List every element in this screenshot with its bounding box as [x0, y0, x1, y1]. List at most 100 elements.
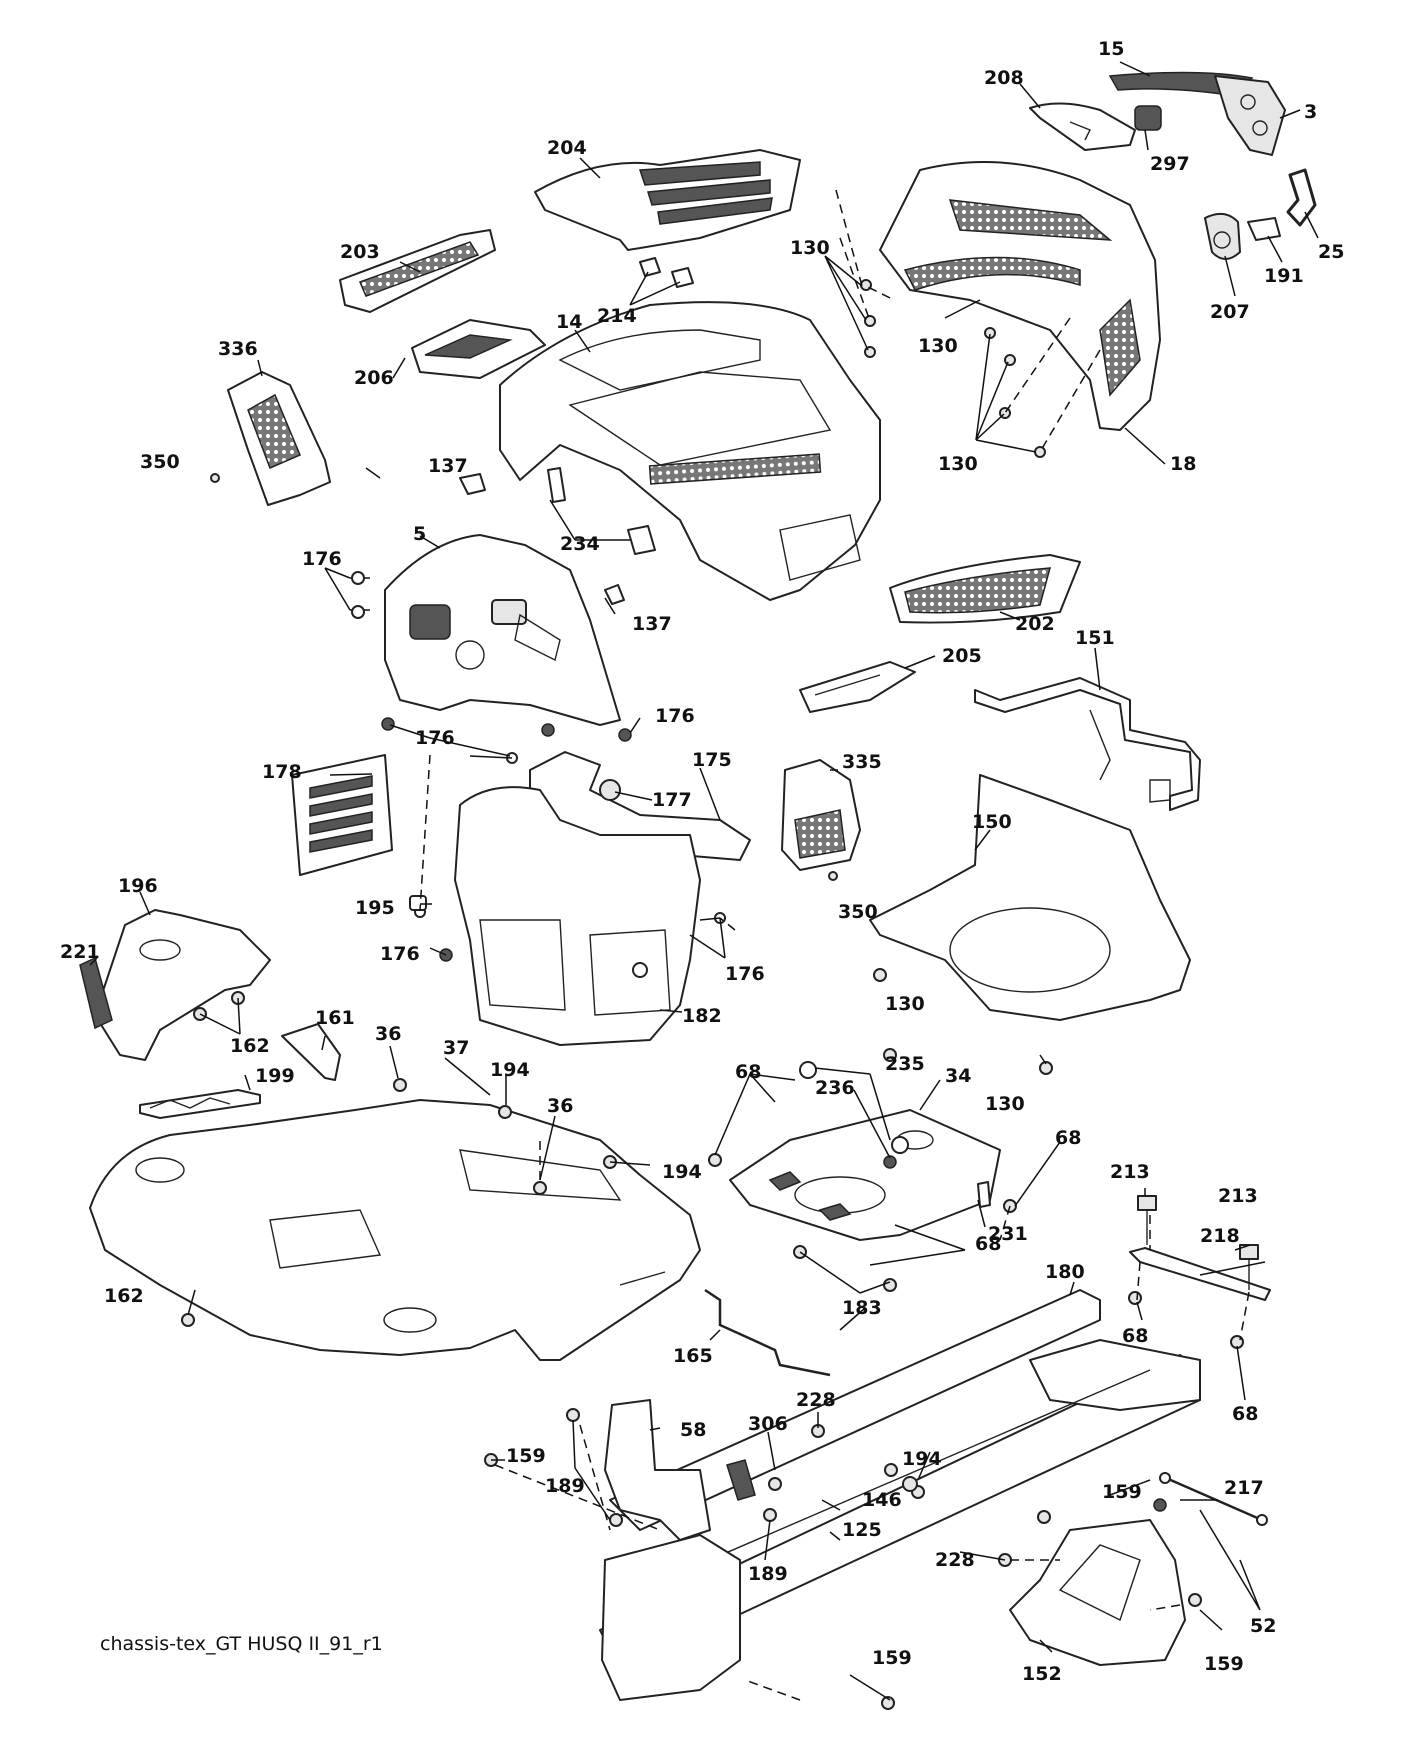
callout-68-a: 68: [735, 1061, 761, 1083]
part-196-cover: [94, 909, 271, 1061]
callout-350-b: 350: [838, 901, 878, 923]
callout-130-a: 130: [790, 237, 830, 259]
callout-306: 306: [748, 1413, 788, 1435]
callout-297: 297: [1150, 153, 1190, 175]
callout-350-a: 350: [140, 451, 180, 473]
part-137-clip: [459, 473, 486, 495]
callout-58: 58: [680, 1419, 706, 1441]
part-18-bumper: [879, 161, 1161, 431]
callout-137-a: 137: [428, 455, 468, 477]
callout-15: 15: [1098, 38, 1124, 60]
callout-202: 202: [1015, 613, 1055, 635]
callout-236: 236: [815, 1077, 855, 1099]
part-14-hood: [499, 301, 881, 601]
callout-151: 151: [1075, 627, 1115, 649]
callout-36-a: 36: [375, 1023, 401, 1045]
callout-68-b: 68: [1055, 1127, 1081, 1149]
callout-159-b: 159: [1102, 1481, 1142, 1503]
part-218-bracket: [1129, 1247, 1271, 1301]
part-214-clip: [639, 257, 661, 277]
part-178-vent-panel: [291, 754, 393, 876]
callout-235: 235: [885, 1053, 925, 1075]
callout-52: 52: [1250, 1615, 1276, 1637]
callout-205: 205: [942, 645, 982, 667]
callout-189-b: 189: [748, 1563, 788, 1585]
callout-146: 146: [862, 1489, 902, 1511]
part-297-knob: [1134, 105, 1162, 131]
callout-150: 150: [972, 811, 1012, 833]
part-221-decal: [79, 956, 113, 1030]
callout-159-a: 159: [506, 1445, 546, 1467]
part-176-bolts: [350, 571, 726, 962]
part-195-plug: [409, 895, 427, 911]
callout-152: 152: [1022, 1663, 1062, 1685]
callout-189-a: 189: [545, 1475, 585, 1497]
part-152-seat-bracket: [1009, 1519, 1186, 1666]
callout-5: 5: [413, 523, 426, 545]
callout-231: 231: [988, 1223, 1028, 1245]
callout-207: 207: [1210, 301, 1250, 323]
callout-196: 196: [118, 875, 158, 897]
callout-68-c: 68: [975, 1233, 1001, 1255]
part-25-strip: [1286, 168, 1317, 227]
callout-165: 165: [673, 1345, 713, 1367]
callout-130-c: 130: [938, 453, 978, 475]
callout-176-e: 176: [725, 963, 765, 985]
callout-194-a: 194: [490, 1059, 530, 1081]
callout-194-b: 194: [662, 1161, 702, 1183]
callout-228-b: 228: [935, 1549, 975, 1571]
part-191-clip: [1247, 217, 1281, 241]
callout-195: 195: [355, 897, 395, 919]
part-37-fender: [89, 1099, 701, 1361]
callout-182: 182: [682, 1005, 722, 1027]
callout-130-b: 130: [918, 335, 958, 357]
callout-204: 204: [547, 137, 587, 159]
part-235-nut: [799, 1061, 817, 1079]
callout-180: 180: [1045, 1261, 1085, 1283]
callout-161: 161: [315, 1007, 355, 1029]
callout-178: 178: [262, 761, 302, 783]
callout-175: 175: [692, 749, 732, 771]
part-3-panel: [1214, 75, 1286, 156]
callout-162-a: 162: [230, 1035, 270, 1057]
part-213-bolt: [1137, 1195, 1157, 1211]
callout-176-b: 176: [655, 705, 695, 727]
callout-130-e: 130: [985, 1093, 1025, 1115]
callout-335: 335: [842, 751, 882, 773]
callout-194-c: 194: [902, 1448, 942, 1470]
callout-208: 208: [984, 67, 1024, 89]
part-165-rod: [704, 1288, 831, 1377]
callout-68-d: 68: [1122, 1325, 1148, 1347]
callout-125: 125: [842, 1519, 882, 1541]
part-frame-front: [601, 1534, 741, 1701]
callout-14: 14: [556, 311, 582, 333]
part-182-dash-body: [454, 786, 701, 1046]
part-150-floor-plate: [869, 774, 1191, 1021]
part-236-nut: [883, 1155, 897, 1169]
callout-37: 37: [443, 1037, 469, 1059]
part-161-bracket: [281, 1023, 341, 1081]
callout-221: 221: [60, 941, 100, 963]
part-58-bracket: [604, 1399, 711, 1541]
callout-234: 234: [560, 533, 600, 555]
callout-176-c: 176: [415, 727, 455, 749]
part-234-decal: [547, 467, 566, 503]
part-207-lamp: [1204, 212, 1241, 260]
callout-159-d: 159: [872, 1647, 912, 1669]
callout-206: 206: [354, 367, 394, 389]
callout-176-a: 176: [302, 548, 342, 570]
callout-176-d: 176: [380, 943, 420, 965]
callout-177: 177: [652, 789, 692, 811]
callout-159-c: 159: [1204, 1653, 1244, 1675]
callout-36-b: 36: [547, 1095, 573, 1117]
part-205-trim: [799, 661, 916, 713]
part-177-nut: [599, 779, 621, 801]
callout-18: 18: [1170, 453, 1196, 475]
callout-130-d: 130: [885, 993, 925, 1015]
diagram-caption: chassis-tex_GT HUSQ II_91_r1: [100, 1633, 383, 1655]
callout-labels: 15 208 3 297 204 25 191 207 203 214 14 1…: [60, 38, 1344, 1685]
callout-162-b: 162: [104, 1285, 144, 1307]
callout-191: 191: [1264, 265, 1304, 287]
